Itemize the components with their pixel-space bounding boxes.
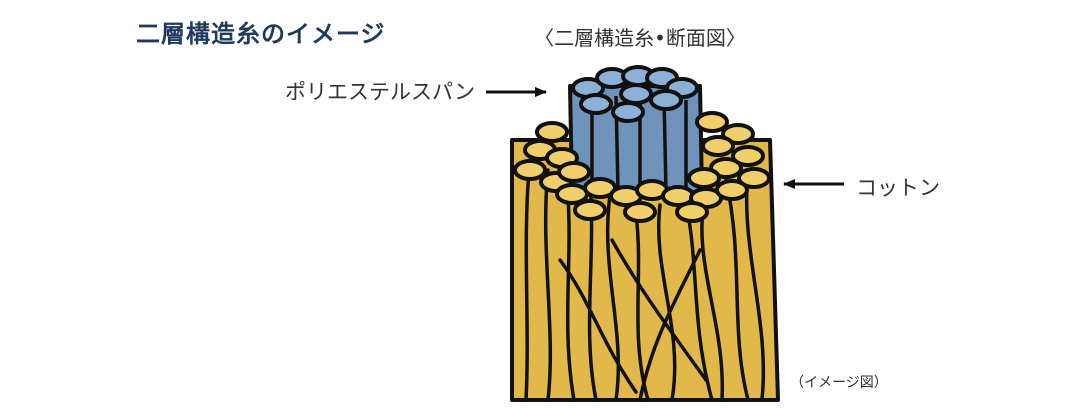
page-title: 二層構造糸のイメージ bbox=[136, 20, 386, 48]
cotton-label: コットン bbox=[856, 176, 940, 200]
polyester-core bbox=[568, 65, 704, 194]
image-note: （イメージ図） bbox=[790, 375, 888, 391]
polyester-fiber-ends bbox=[571, 65, 699, 123]
diagram-title: 〈二層構造糸•断面図〉 bbox=[534, 26, 746, 50]
cotton-fiber-ends bbox=[513, 111, 771, 223]
cotton-fiber-lines bbox=[524, 158, 766, 402]
polyester-label: ポリエステルスパン bbox=[285, 80, 476, 104]
